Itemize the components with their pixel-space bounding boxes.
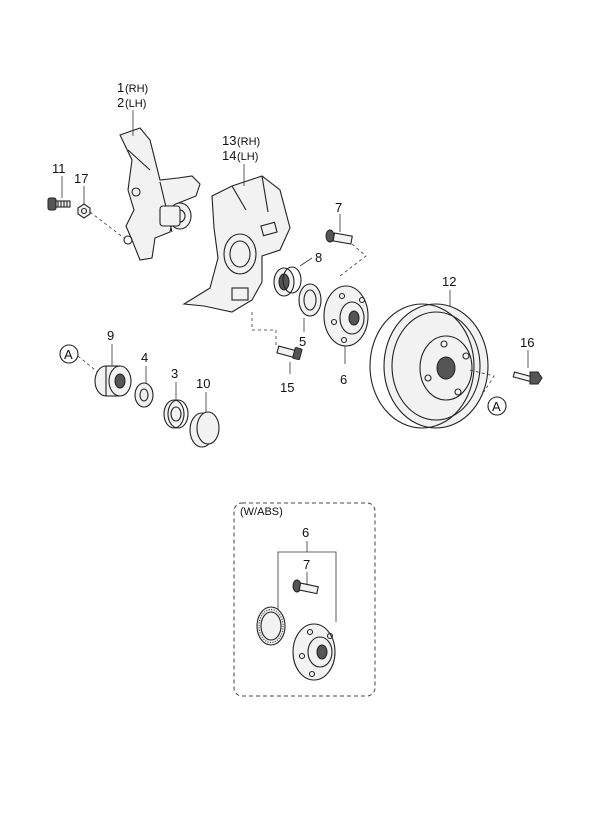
callout-12: 12 (442, 274, 456, 289)
oil-seal (273, 266, 302, 297)
callout-17: 17 (74, 171, 88, 186)
callout-3: 3 (171, 366, 178, 381)
hub-bolt (325, 229, 353, 245)
wheel-hub (323, 285, 369, 347)
callout-4: 4 (141, 350, 148, 365)
dust-cover-bolt (276, 345, 303, 361)
knuckle-bolt (47, 197, 71, 211)
wheel-bearing (298, 283, 322, 317)
callout-1-side: (RH) (125, 83, 148, 95)
callout-2: 2 (117, 95, 124, 110)
abs-wheel-hub (292, 623, 336, 681)
callout-10: 10 (196, 376, 210, 391)
abs-callout-6: 6 (302, 525, 309, 540)
reference-a-right: A (487, 396, 507, 416)
callout-1: 1 (117, 80, 124, 95)
abs-inset: (W/ABS) 6 7 (233, 502, 376, 697)
callout-8: 8 (315, 250, 322, 265)
abs-inset-title: (W/ABS) (240, 506, 283, 518)
reference-a-right-label: A (492, 399, 501, 414)
callout-14: 14 (222, 148, 236, 163)
bearing-9 (94, 365, 132, 397)
brake-disc (369, 303, 489, 429)
reference-a-left-label: A (64, 347, 73, 362)
dust-cover (182, 175, 291, 313)
steering-knuckle (119, 127, 201, 261)
callout-5: 5 (299, 334, 306, 349)
knuckle-nut (77, 203, 91, 219)
seal-3 (163, 399, 189, 429)
hub-cap-10 (189, 411, 220, 448)
callout-14-side: (LH) (237, 151, 258, 163)
callout-11: 11 (52, 161, 66, 176)
callout-13: 13 (222, 133, 236, 148)
abs-tone-ring (256, 606, 286, 646)
callout-9: 9 (107, 328, 114, 343)
washer-4 (134, 382, 154, 408)
reference-a-left: A (59, 344, 79, 364)
abs-callout-7: 7 (303, 557, 310, 572)
disc-screw (512, 371, 543, 385)
callout-13-side: (RH) (237, 136, 260, 148)
callout-7: 7 (335, 200, 342, 215)
abs-hub-bolt (292, 579, 319, 595)
callout-6: 6 (340, 372, 347, 387)
callout-2-side: (LH) (125, 98, 146, 110)
callout-16: 16 (520, 335, 534, 350)
callout-15: 15 (280, 380, 294, 395)
